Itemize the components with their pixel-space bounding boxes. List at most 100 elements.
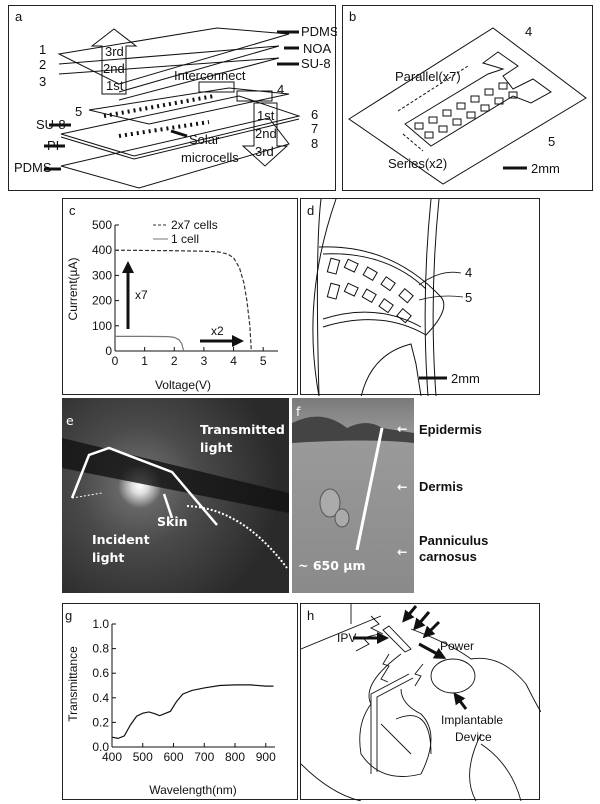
panel-letter: c xyxy=(69,203,76,218)
label-implantable: Implantable xyxy=(441,713,503,727)
panel-c: c 2x7 cells 1 cell x7 x2 Voltage(V) Curr… xyxy=(62,198,298,395)
x-axis-label: Wavelength(nm) xyxy=(149,783,237,797)
label-1: 1 xyxy=(39,42,46,57)
panel-a: a PDMS NOA SU-8 1 2 3 3rd 2nd 1st Interc… xyxy=(8,5,337,191)
label-carnosus: carnosus xyxy=(419,549,477,564)
arrow-panniculus: ← xyxy=(397,544,407,559)
order-up-1st: 1st xyxy=(106,78,124,93)
x-tick-label: 800 xyxy=(225,750,245,764)
label-6: 6 xyxy=(311,107,318,122)
label-su8-top: SU-8 xyxy=(301,56,331,71)
label-3: 3 xyxy=(39,74,46,89)
y-tick-label: 0 xyxy=(105,344,112,358)
panel-letter: h xyxy=(307,608,314,623)
implant-power-diagram: h IPV Power Implantable Device xyxy=(301,604,541,801)
label-solar: Solar xyxy=(189,132,220,147)
implant-on-tissue-diagram: d 4 5 2mm xyxy=(307,199,480,396)
x-tick-label: 5 xyxy=(260,354,267,368)
panel-letter: g xyxy=(65,608,72,623)
panel-f-photo: f ~ 650 µm ← ← ← xyxy=(292,398,414,593)
series-line-transmittance xyxy=(111,684,274,740)
legend-2x7-cells: 2x7 cells xyxy=(171,218,218,232)
y-tick-label: 0.8 xyxy=(92,642,109,656)
x-tick-label: 1 xyxy=(141,354,148,368)
panel-d: d 4 5 2mm xyxy=(300,198,540,396)
light-arrow xyxy=(402,605,418,623)
y-tick-label: 200 xyxy=(92,294,112,308)
label-8: 8 xyxy=(311,136,318,151)
arrow-epidermis: ← xyxy=(397,421,407,436)
y-tick-label: 0.2 xyxy=(92,715,109,729)
module-layout-diagram: b Parallel(x7) Series(x2) 2mm 4 5 xyxy=(348,9,587,185)
panel-h: h IPV Power Implantable Device xyxy=(300,603,541,801)
label-pdms-top: PDMS xyxy=(301,24,337,39)
device-arrow xyxy=(453,692,468,710)
label-4: 4 xyxy=(277,82,284,97)
y-tick-label: 0.0 xyxy=(92,740,109,754)
series-line-1-cell xyxy=(115,335,185,352)
x-tick-label: 500 xyxy=(133,750,153,764)
label-4: 4 xyxy=(465,265,472,280)
label-7: 7 xyxy=(311,121,318,136)
label-x7: x7 xyxy=(135,288,148,302)
x-tick-label: 4 xyxy=(230,354,237,368)
label-incident-light: light xyxy=(92,550,124,565)
panel-letter: e xyxy=(66,413,74,428)
label-device: Device xyxy=(455,730,492,744)
label-series: Series(x2) xyxy=(388,156,447,171)
label-interconnect: Interconnect xyxy=(174,68,246,83)
y-tick-label: 0.4 xyxy=(92,691,109,705)
light-arrow xyxy=(422,620,441,639)
panel-letter: d xyxy=(307,203,314,218)
power-arrow xyxy=(418,642,447,659)
y-tick-label: 1.0 xyxy=(92,617,109,631)
light-arrow xyxy=(413,611,431,631)
panel-letter: a xyxy=(15,9,23,24)
label-transmitted-light: light xyxy=(200,440,232,455)
label-incident: Incident xyxy=(92,532,150,547)
arrow-dermis: ← xyxy=(397,479,407,494)
panel-letter: f xyxy=(296,404,301,419)
exploded-layer-diagram: a PDMS NOA SU-8 1 2 3 3rd 2nd 1st Interc… xyxy=(14,9,337,189)
order-down-1st: 1st xyxy=(257,108,275,123)
label-pdms-bottom: PDMS xyxy=(14,160,52,175)
label-panniculus: Panniculus xyxy=(419,533,488,548)
panel-e-photo: e Transmitted light Skin Incident light xyxy=(62,398,289,593)
y-tick-label: 0.6 xyxy=(92,666,109,680)
up-arrow xyxy=(90,28,138,95)
y-tick-label: 400 xyxy=(92,243,112,257)
x-tick-label: 400 xyxy=(102,750,122,764)
x-tick-label: 2 xyxy=(171,354,178,368)
label-5: 5 xyxy=(465,290,472,305)
iv-curve-chart: c 2x7 cells 1 cell x7 x2 Voltage(V) Curr… xyxy=(66,203,278,392)
label-5: 5 xyxy=(548,134,555,149)
label-epidermis: Epidermis xyxy=(419,422,482,437)
label-dermis: Dermis xyxy=(419,479,463,494)
label-pi: PI xyxy=(47,138,59,153)
y-tick-label: 300 xyxy=(92,268,112,282)
pad-4 xyxy=(236,90,273,102)
y-axis-label: Current(µA) xyxy=(66,258,80,321)
label-x2: x2 xyxy=(211,324,224,338)
y-tick-label: 500 xyxy=(92,218,112,232)
skin-histology-photo: f ~ 650 µm ← ← ← xyxy=(292,404,414,573)
panel-letter: b xyxy=(349,9,356,24)
label-microcells: microcells xyxy=(181,150,239,165)
label-thickness: ~ 650 µm xyxy=(298,558,366,573)
label-ipv: IPV xyxy=(337,631,356,645)
x-tick-label: 3 xyxy=(201,354,208,368)
label-noa: NOA xyxy=(303,41,332,56)
order-down-3rd: 3rd xyxy=(255,144,274,159)
x-tick-label: 600 xyxy=(163,750,183,764)
label-power: Power xyxy=(440,639,474,653)
label-4: 4 xyxy=(525,24,532,39)
series-arrow xyxy=(402,133,424,152)
parallel-arrow xyxy=(397,65,469,112)
order-up-3rd: 3rd xyxy=(105,44,124,59)
label-scale: 2mm xyxy=(451,371,480,386)
label-2: 2 xyxy=(39,57,46,72)
x-tick-label: 0 xyxy=(112,354,119,368)
label-transmitted: Transmitted xyxy=(200,422,285,437)
label-skin: Skin xyxy=(157,514,188,529)
